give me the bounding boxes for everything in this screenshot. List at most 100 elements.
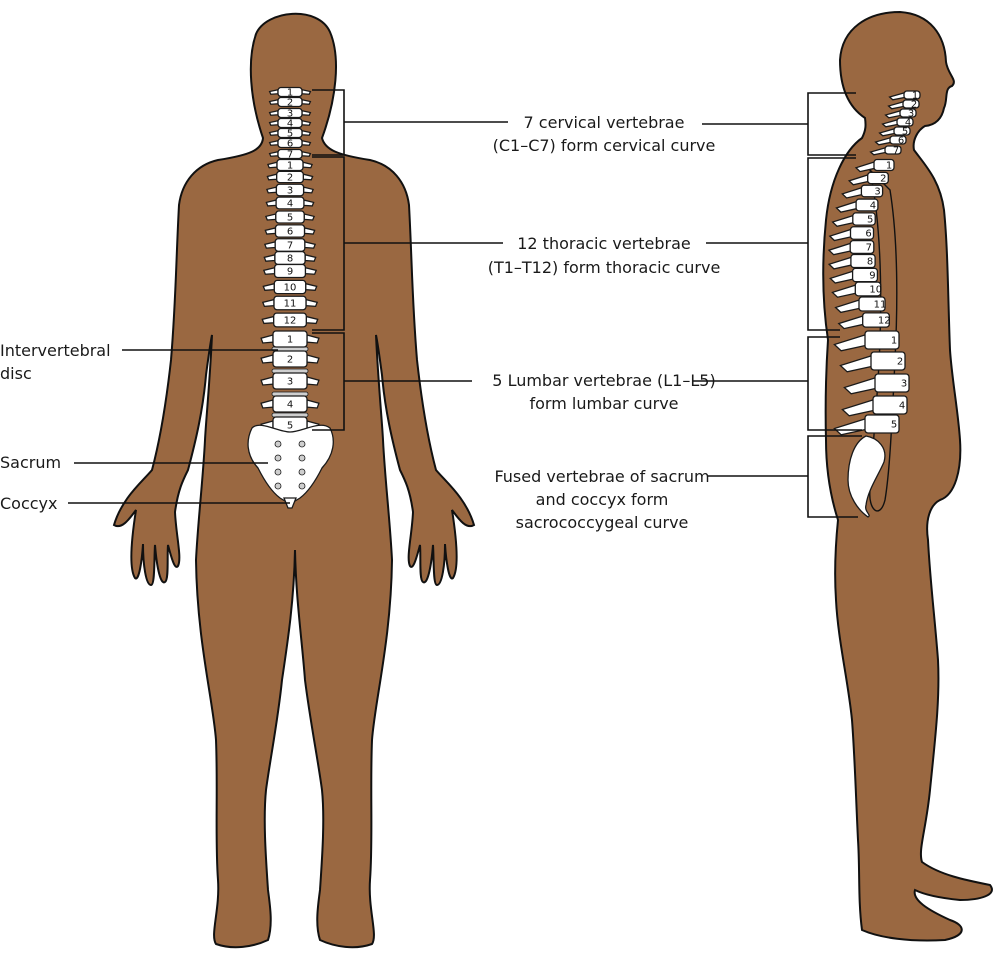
- disc-label-line2: disc: [0, 364, 32, 383]
- sacrum-label: Sacrum: [0, 453, 61, 472]
- front-cervical-number: 7: [287, 150, 293, 161]
- vertebral-body: [277, 107, 303, 119]
- side-thoracic-vertebra: 6: [828, 226, 875, 242]
- sacral-foramen: [274, 468, 282, 476]
- front-cervical-number: 4: [287, 119, 293, 130]
- front-thoracic-vertebra: 3: [266, 183, 314, 197]
- front-thoracic-vertebra: 5: [264, 210, 316, 224]
- vertebral-body: [870, 351, 906, 371]
- vertebral-body: [874, 373, 910, 393]
- labels: 7 cervical vertebrae (C1–C7) form cervic…: [0, 113, 720, 532]
- vertebral-body: [896, 117, 914, 127]
- vertebral-body: [864, 414, 900, 434]
- front-cervical-vertebra: 3: [268, 107, 312, 120]
- side-thoracic-number: 6: [865, 229, 871, 240]
- vertebral-body: [272, 372, 308, 390]
- side-lumbar-number: 3: [901, 379, 907, 390]
- side-thoracic-number: 10: [869, 285, 882, 296]
- front-thoracic-number: 3: [287, 186, 293, 197]
- front-cervical-vertebra: 2: [268, 96, 312, 109]
- vertebral-body: [273, 263, 307, 279]
- side-cervical-number: 7: [893, 146, 899, 157]
- side-cervical-vertebra: 7: [869, 145, 902, 157]
- vertebral-body: [903, 90, 921, 100]
- vertebral-body: [276, 170, 304, 184]
- side-thoracic-number: 12: [878, 316, 891, 327]
- vertebral-body: [884, 145, 902, 155]
- front-lumbar-number: 1: [287, 335, 293, 346]
- front-thoracic-vertebra: 1: [267, 158, 313, 172]
- vertebral-body: [274, 224, 306, 238]
- side-cervical-number: 5: [902, 127, 908, 138]
- vertebral-body: [862, 312, 890, 328]
- front-cervical-number: 3: [287, 109, 293, 120]
- front-thoracic-vertebra: 6: [264, 224, 316, 238]
- front-thoracic-number: 8: [287, 254, 293, 265]
- side-cervical-vertebra: 2: [887, 99, 920, 111]
- vertebral-body: [858, 296, 886, 312]
- front-lumbar-number: 5: [287, 421, 293, 432]
- front-thoracic-vertebra: 9: [262, 263, 318, 279]
- vertebral-body: [277, 96, 303, 108]
- lumbar-label-line2: form lumbar curve: [529, 394, 678, 413]
- sacrum-side: [847, 435, 886, 518]
- vertebral-body: [850, 253, 876, 269]
- side-cervical-number: 3: [908, 109, 914, 120]
- thoracic-label-line1: 12 thoracic vertebrae: [517, 234, 691, 253]
- front-cervical-vertebra: 6: [268, 137, 312, 150]
- front-lumbar-number: 4: [287, 400, 293, 411]
- front-thoracic-vertebra: 8: [263, 250, 317, 266]
- sacral-foramen: [298, 482, 306, 490]
- vertebral-body: [872, 395, 908, 415]
- front-lumbar-number: 3: [287, 377, 293, 388]
- side-lumbar-number: 1: [891, 336, 897, 347]
- front-thoracic-number: 7: [287, 241, 293, 252]
- cervical-label-line2: (C1–C7) form cervical curve: [493, 136, 716, 155]
- vertebral-body: [272, 395, 308, 413]
- side-thoracic-number: 3: [874, 187, 880, 198]
- vertebral-body: [273, 295, 307, 311]
- sacral-foramen: [298, 440, 306, 448]
- thoracic-label-line2: (T1–T12) form thoracic curve: [488, 258, 721, 277]
- side-cervical-number: 1: [912, 91, 918, 102]
- front-thoracic-number: 12: [284, 316, 297, 327]
- vertebral-body: [277, 137, 303, 149]
- side-lumbar-number: 2: [897, 357, 903, 368]
- front-thoracic-vertebra: 10: [262, 279, 318, 295]
- side-thoracic-vertebra: 10: [831, 281, 882, 298]
- cervical-label-line1: 7 cervical vertebrae: [524, 113, 685, 132]
- front-cervical-number: 5: [287, 129, 293, 140]
- vertebral-body: [273, 279, 307, 295]
- sacral-foramen: [274, 440, 282, 448]
- side-thoracic-number: 2: [880, 174, 886, 185]
- sacral-foramen: [298, 468, 306, 476]
- front-thoracic-number: 1: [287, 161, 293, 172]
- vertebral-body: [854, 281, 882, 297]
- side-thoracic-vertebra: 11: [834, 296, 886, 314]
- vertebral-body: [277, 86, 303, 98]
- side-lumbar-number: 5: [891, 420, 897, 431]
- side-thoracic-number: 7: [866, 243, 872, 254]
- front-lumbar-vertebra: 3: [260, 372, 320, 390]
- vertebral-body: [277, 127, 303, 139]
- side-thoracic-vertebra: 5: [831, 212, 876, 228]
- front-cervical-vertebra: 1: [268, 86, 312, 99]
- side-cervical-vertebra: 3: [884, 108, 917, 120]
- vertebral-body: [899, 108, 917, 118]
- sacral-label-line3: sacrococcygeal curve: [516, 513, 689, 532]
- front-thoracic-number: 2: [287, 173, 293, 184]
- vertebral-body: [275, 210, 305, 224]
- sacral-label-line1: Fused vertebrae of sacrum: [494, 467, 709, 486]
- side-thoracic-vertebra: 3: [841, 184, 884, 199]
- vertebral-body: [276, 158, 304, 172]
- front-thoracic-number: 10: [284, 283, 297, 294]
- lumbar-label-line1: 5 Lumbar vertebrae (L1–L5): [492, 371, 715, 390]
- front-lumbar-number: 2: [287, 355, 293, 366]
- vertebral-body: [273, 312, 307, 328]
- side-lumbar-vertebra: 4: [841, 395, 908, 417]
- front-cervical-number: 6: [287, 139, 293, 150]
- disc-label-line1: Intervertebral: [0, 341, 111, 360]
